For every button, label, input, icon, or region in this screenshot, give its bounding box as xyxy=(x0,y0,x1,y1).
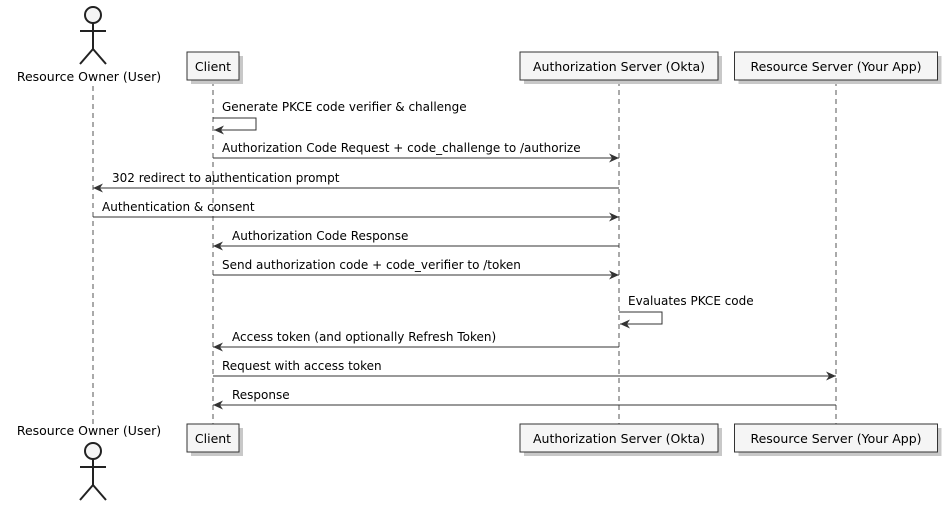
arrowhead-icon xyxy=(213,400,223,410)
arrowhead-icon xyxy=(609,212,619,222)
participant-label: Resource Owner (User) xyxy=(17,423,161,438)
participant-box xyxy=(186,423,240,453)
message-label: Generate PKCE code verifier & challenge xyxy=(222,100,467,114)
actor-owner-bottom: Resource Owner (User) xyxy=(17,423,161,501)
message-8: Access token (and optionally Refresh Tok… xyxy=(213,330,619,352)
message-label: Response xyxy=(232,388,290,402)
message-label: Access token (and optionally Refresh Tok… xyxy=(232,330,496,344)
participant-label: Authorization Server (Okta) xyxy=(533,431,705,446)
message-6: Send authorization code + code_verifier … xyxy=(213,258,619,280)
message-7: Evaluates PKCE code xyxy=(619,294,754,329)
self-message-arrow xyxy=(619,311,663,325)
message-1: Generate PKCE code verifier & challenge xyxy=(213,100,467,135)
arrowhead-icon xyxy=(213,342,223,352)
message-4: Authentication & consent xyxy=(93,200,619,222)
message-3: 302 redirect to authentication prompt xyxy=(93,171,619,193)
message-label: Authorization Code Response xyxy=(232,229,408,243)
actor-leg-icon xyxy=(92,48,107,65)
participant-box xyxy=(519,423,719,453)
participant-auth-top: Authorization Server (Okta) xyxy=(519,51,722,84)
participant-box xyxy=(186,51,240,81)
participant-label: Resource Server (Your App) xyxy=(750,59,921,74)
participant-auth-bottom: Authorization Server (Okta) xyxy=(519,423,722,456)
participant-label: Resource Owner (User) xyxy=(17,69,161,84)
arrowhead-icon xyxy=(214,125,224,135)
message-9: Request with access token xyxy=(213,359,836,381)
message-label: 302 redirect to authentication prompt xyxy=(112,171,340,185)
participant-resource-bottom: Resource Server (Your App) xyxy=(734,423,942,456)
arrowhead-icon xyxy=(609,270,619,280)
message-5: Authorization Code Response xyxy=(213,229,619,251)
message-label: Authorization Code Request + code_challe… xyxy=(222,141,581,155)
participant-box xyxy=(734,423,938,453)
actor-head-icon xyxy=(84,6,102,24)
arrowhead-icon xyxy=(213,241,223,251)
actor-leg-icon xyxy=(79,48,94,65)
actor-owner-top: Resource Owner (User) xyxy=(17,6,161,84)
actor-leg-icon xyxy=(92,484,107,501)
message-label: Send authorization code + code_verifier … xyxy=(222,258,521,272)
actor-leg-icon xyxy=(79,484,94,501)
participant-label: Client xyxy=(195,59,231,74)
arrowhead-icon xyxy=(93,183,103,193)
message-10: Response xyxy=(213,388,836,410)
arrowhead-icon xyxy=(826,371,836,381)
message-label: Request with access token xyxy=(222,359,382,373)
arrowhead-icon xyxy=(609,153,619,163)
message-label: Evaluates PKCE code xyxy=(628,294,754,308)
participant-label: Authorization Server (Okta) xyxy=(533,59,705,74)
participant-box xyxy=(734,51,938,81)
participant-client-top: Client xyxy=(186,51,243,84)
participant-label: Resource Server (Your App) xyxy=(750,431,921,446)
message-2: Authorization Code Request + code_challe… xyxy=(213,141,619,163)
self-message-arrow xyxy=(213,117,257,131)
arrowhead-icon xyxy=(620,319,630,329)
participant-resource-top: Resource Server (Your App) xyxy=(734,51,942,84)
participant-box xyxy=(519,51,719,81)
participant-client-bottom: Client xyxy=(186,423,243,456)
participant-label: Client xyxy=(195,431,231,446)
actor-head-icon xyxy=(84,442,102,460)
message-label: Authentication & consent xyxy=(102,200,255,214)
